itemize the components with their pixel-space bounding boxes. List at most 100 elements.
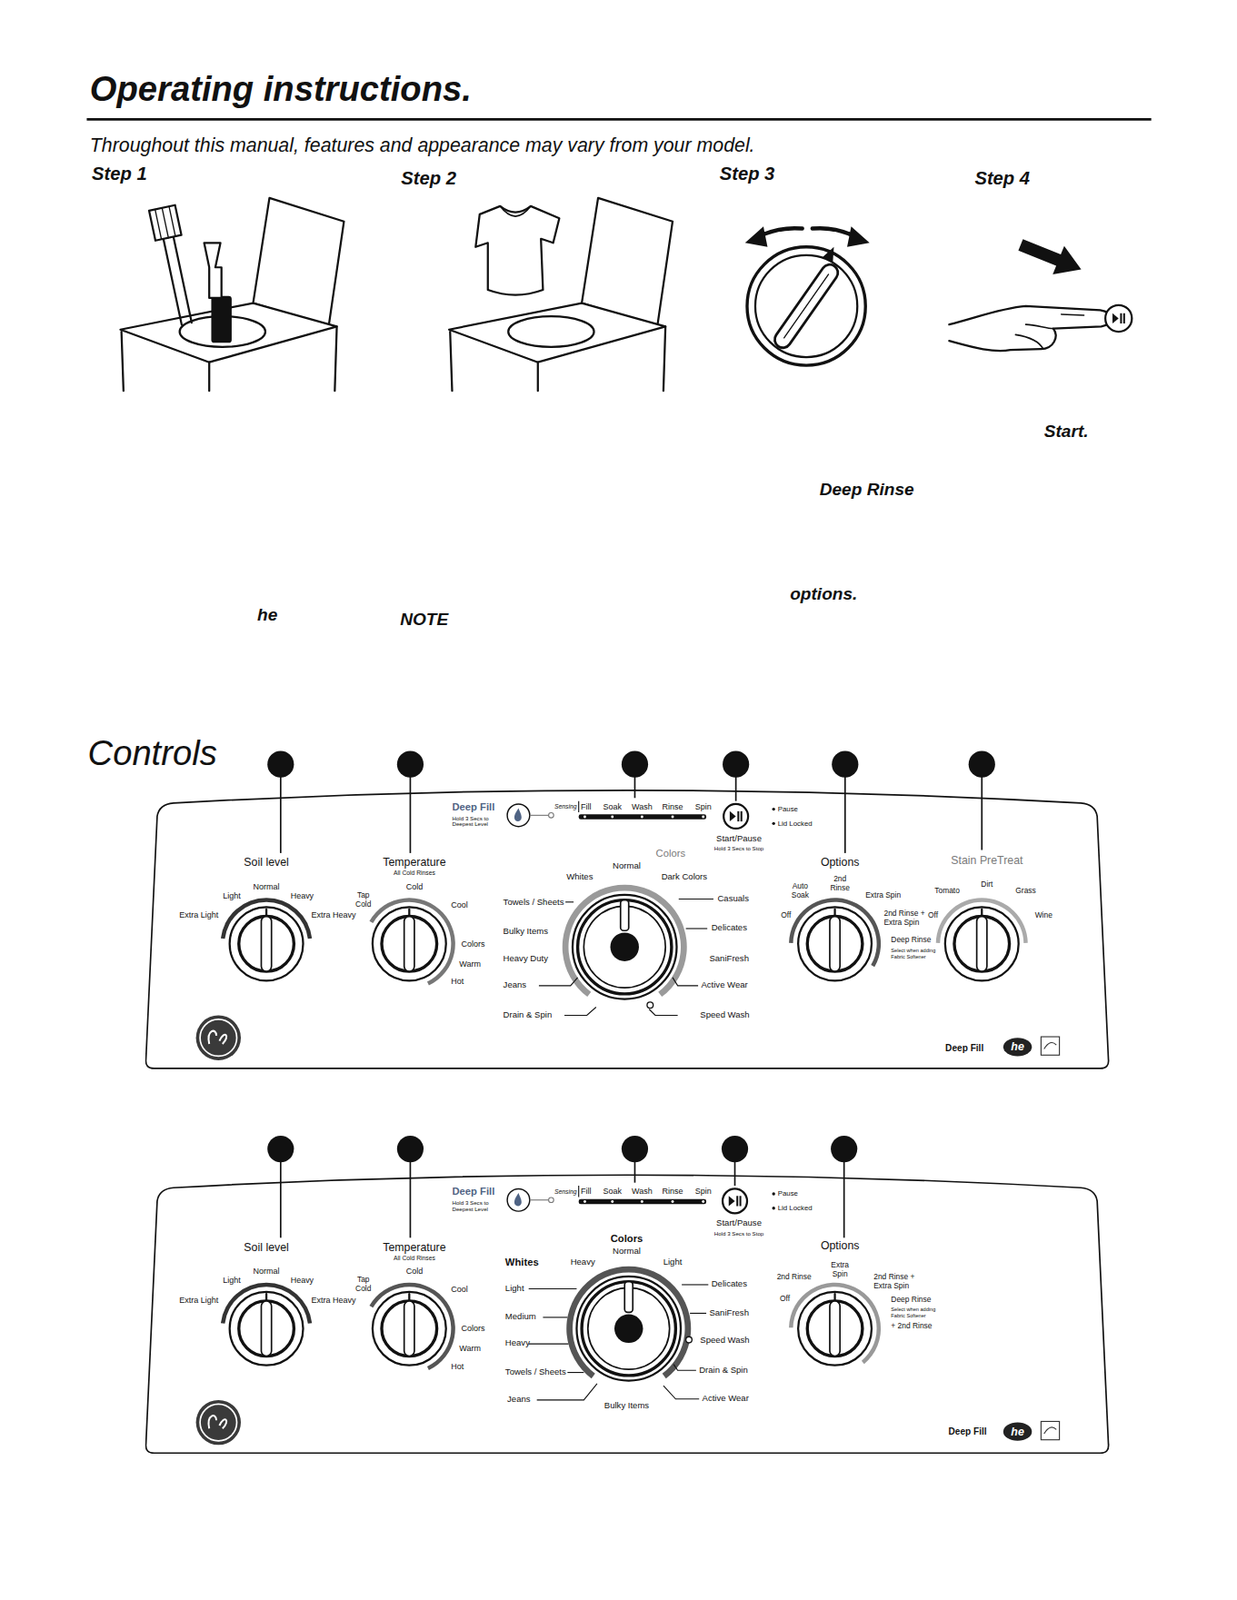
control-label: Drain & Spin [698, 1366, 749, 1377]
hand-detail [1015, 314, 1084, 350]
control-label: Deep Fill [451, 801, 495, 814]
energy-logo [1040, 1421, 1059, 1440]
control-label: Cold [406, 1266, 423, 1277]
leader-line [567, 1372, 584, 1374]
leader-line [689, 1313, 707, 1315]
control-label: Colors [461, 939, 486, 949]
status-light [640, 1200, 644, 1204]
control-label: Spin [695, 1187, 712, 1198]
control-label: Temperature [382, 1240, 446, 1254]
knob [807, 1301, 863, 1357]
control-label: he [1010, 1040, 1024, 1054]
panel-outline [145, 790, 1108, 1069]
control-label: Hold 3 Secs to Deepest Level [451, 1199, 505, 1213]
pause-symbol [1119, 313, 1122, 324]
knob [755, 255, 858, 358]
control-label: Deep Rinse [890, 1296, 931, 1306]
leader-line [844, 764, 847, 854]
control-label: Towels / Sheets [503, 897, 565, 908]
control-label: Whites [566, 872, 593, 883]
knob [798, 907, 872, 981]
control-label: Tap Cold [350, 1276, 376, 1294]
control-label: Jeans [507, 1395, 530, 1406]
play-symbol [729, 811, 737, 822]
control-label: Normal [253, 882, 280, 892]
knob [381, 1301, 438, 1357]
indicator-light [548, 813, 555, 819]
cycle-knob-center [614, 1315, 643, 1344]
control-label: Hold 3 Secs to Deepest Level [451, 815, 505, 828]
control-label: Heavy [290, 1276, 314, 1286]
control-label: SaniFresh [708, 954, 749, 965]
knob-grip [404, 917, 415, 973]
knob [954, 917, 1010, 973]
agitator [210, 296, 231, 344]
leader-line [672, 977, 699, 987]
status-light [772, 822, 776, 826]
control-label: + 2nd Rinse [890, 1322, 932, 1332]
status-light [640, 816, 644, 819]
control-label: Deep Fill [945, 1043, 984, 1055]
status-light [701, 1200, 705, 1204]
shirt [475, 206, 559, 296]
washer-top [448, 303, 666, 363]
control-label: Pause [778, 805, 799, 814]
callout-dot [621, 751, 649, 779]
control-label: Wash [631, 1187, 653, 1198]
title-rule [86, 118, 1151, 121]
control-label: Warm [458, 959, 481, 969]
turn-arrow [847, 226, 870, 247]
callout-dot [267, 751, 294, 779]
control-label: Normal [612, 1247, 641, 1258]
status-light [610, 1200, 614, 1204]
control-label: SaniFresh [708, 1308, 749, 1319]
knob-grip [829, 1301, 840, 1357]
status-light [772, 1192, 776, 1196]
knob-pointer [833, 909, 836, 917]
control-label: Temperature [382, 856, 446, 869]
control-label: Cool [450, 900, 468, 910]
control-panel: Deep FillHold 3 Secs to Deepest LevelSen… [144, 1160, 1109, 1454]
callout-dot [831, 751, 858, 779]
play-symbol [1112, 313, 1119, 324]
cycle-marker [686, 1336, 693, 1344]
page-label: NOTE [399, 609, 449, 630]
control-label: Hold 3 Secs to Stop [714, 1230, 765, 1237]
knob-pointer [408, 909, 410, 917]
callout-dot [267, 1136, 294, 1163]
panel-outline [144, 776, 1111, 1072]
page-label: Step 3 [719, 163, 776, 185]
page-label: Step 2 [400, 168, 457, 190]
control-label: Dirt [980, 880, 993, 890]
play-symbol [728, 1196, 736, 1207]
control-label: 2nd Rinse [824, 875, 856, 893]
control-label: Stain PreTreat [950, 854, 1023, 868]
control-label: Fill [580, 802, 591, 812]
cycle-dial [581, 1282, 676, 1377]
control-label: Speed Wash [699, 1010, 749, 1021]
callout-dot [968, 751, 996, 779]
control-label: Pause [778, 1189, 799, 1198]
pause-symbol [736, 1196, 739, 1207]
page-label: Start. [1044, 421, 1089, 442]
control-label: Off [927, 912, 938, 922]
status-light [583, 816, 587, 819]
callout-dot [397, 1136, 424, 1163]
knob-pointer [265, 1294, 268, 1301]
callout-dot [621, 1136, 649, 1163]
leader-line [565, 901, 574, 903]
pause-symbol [737, 811, 739, 822]
knob-pointer [833, 1294, 836, 1301]
panel-outline [145, 1175, 1108, 1454]
control-label: Whites [505, 1256, 539, 1269]
cycle-dial [576, 1276, 681, 1382]
leader-line [673, 1365, 697, 1372]
control-label: Active Wear [702, 1394, 749, 1405]
control-label: Extra Spin [865, 891, 901, 901]
start-button [723, 804, 749, 829]
control-label: Wine [1035, 912, 1053, 922]
control-label: Hold 3 Secs to Stop [714, 846, 765, 853]
brand-logo [196, 1400, 241, 1446]
brand-logo [199, 1019, 237, 1057]
control-label: Heavy [505, 1339, 530, 1350]
